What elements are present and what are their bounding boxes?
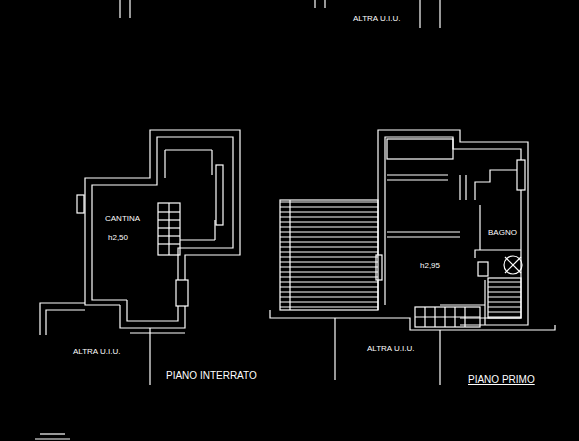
basement-stair — [158, 203, 180, 255]
room-label: BAGNO — [487, 229, 518, 237]
wall-stubs — [120, 0, 440, 28]
first-floor-stair — [415, 307, 480, 327]
room-label: h2,95 — [419, 262, 441, 270]
plan-title: PIANO INTERRATO — [165, 371, 258, 381]
neighbour-boundary — [270, 310, 555, 385]
plan-title: PIANO PRIMO — [467, 375, 536, 385]
room-label: CANTINA — [104, 215, 141, 223]
first-floor-walls — [376, 130, 528, 325]
room-label: ALTRA U.I.U. — [352, 15, 401, 23]
north-mark — [35, 434, 70, 439]
terrace-hatch — [280, 200, 521, 318]
room-label: h2,50 — [107, 234, 129, 242]
room-label: ALTRA U.I.U. — [72, 348, 121, 356]
room-label: ALTRA U.I.U. — [366, 345, 415, 353]
basement-walls — [40, 130, 240, 385]
